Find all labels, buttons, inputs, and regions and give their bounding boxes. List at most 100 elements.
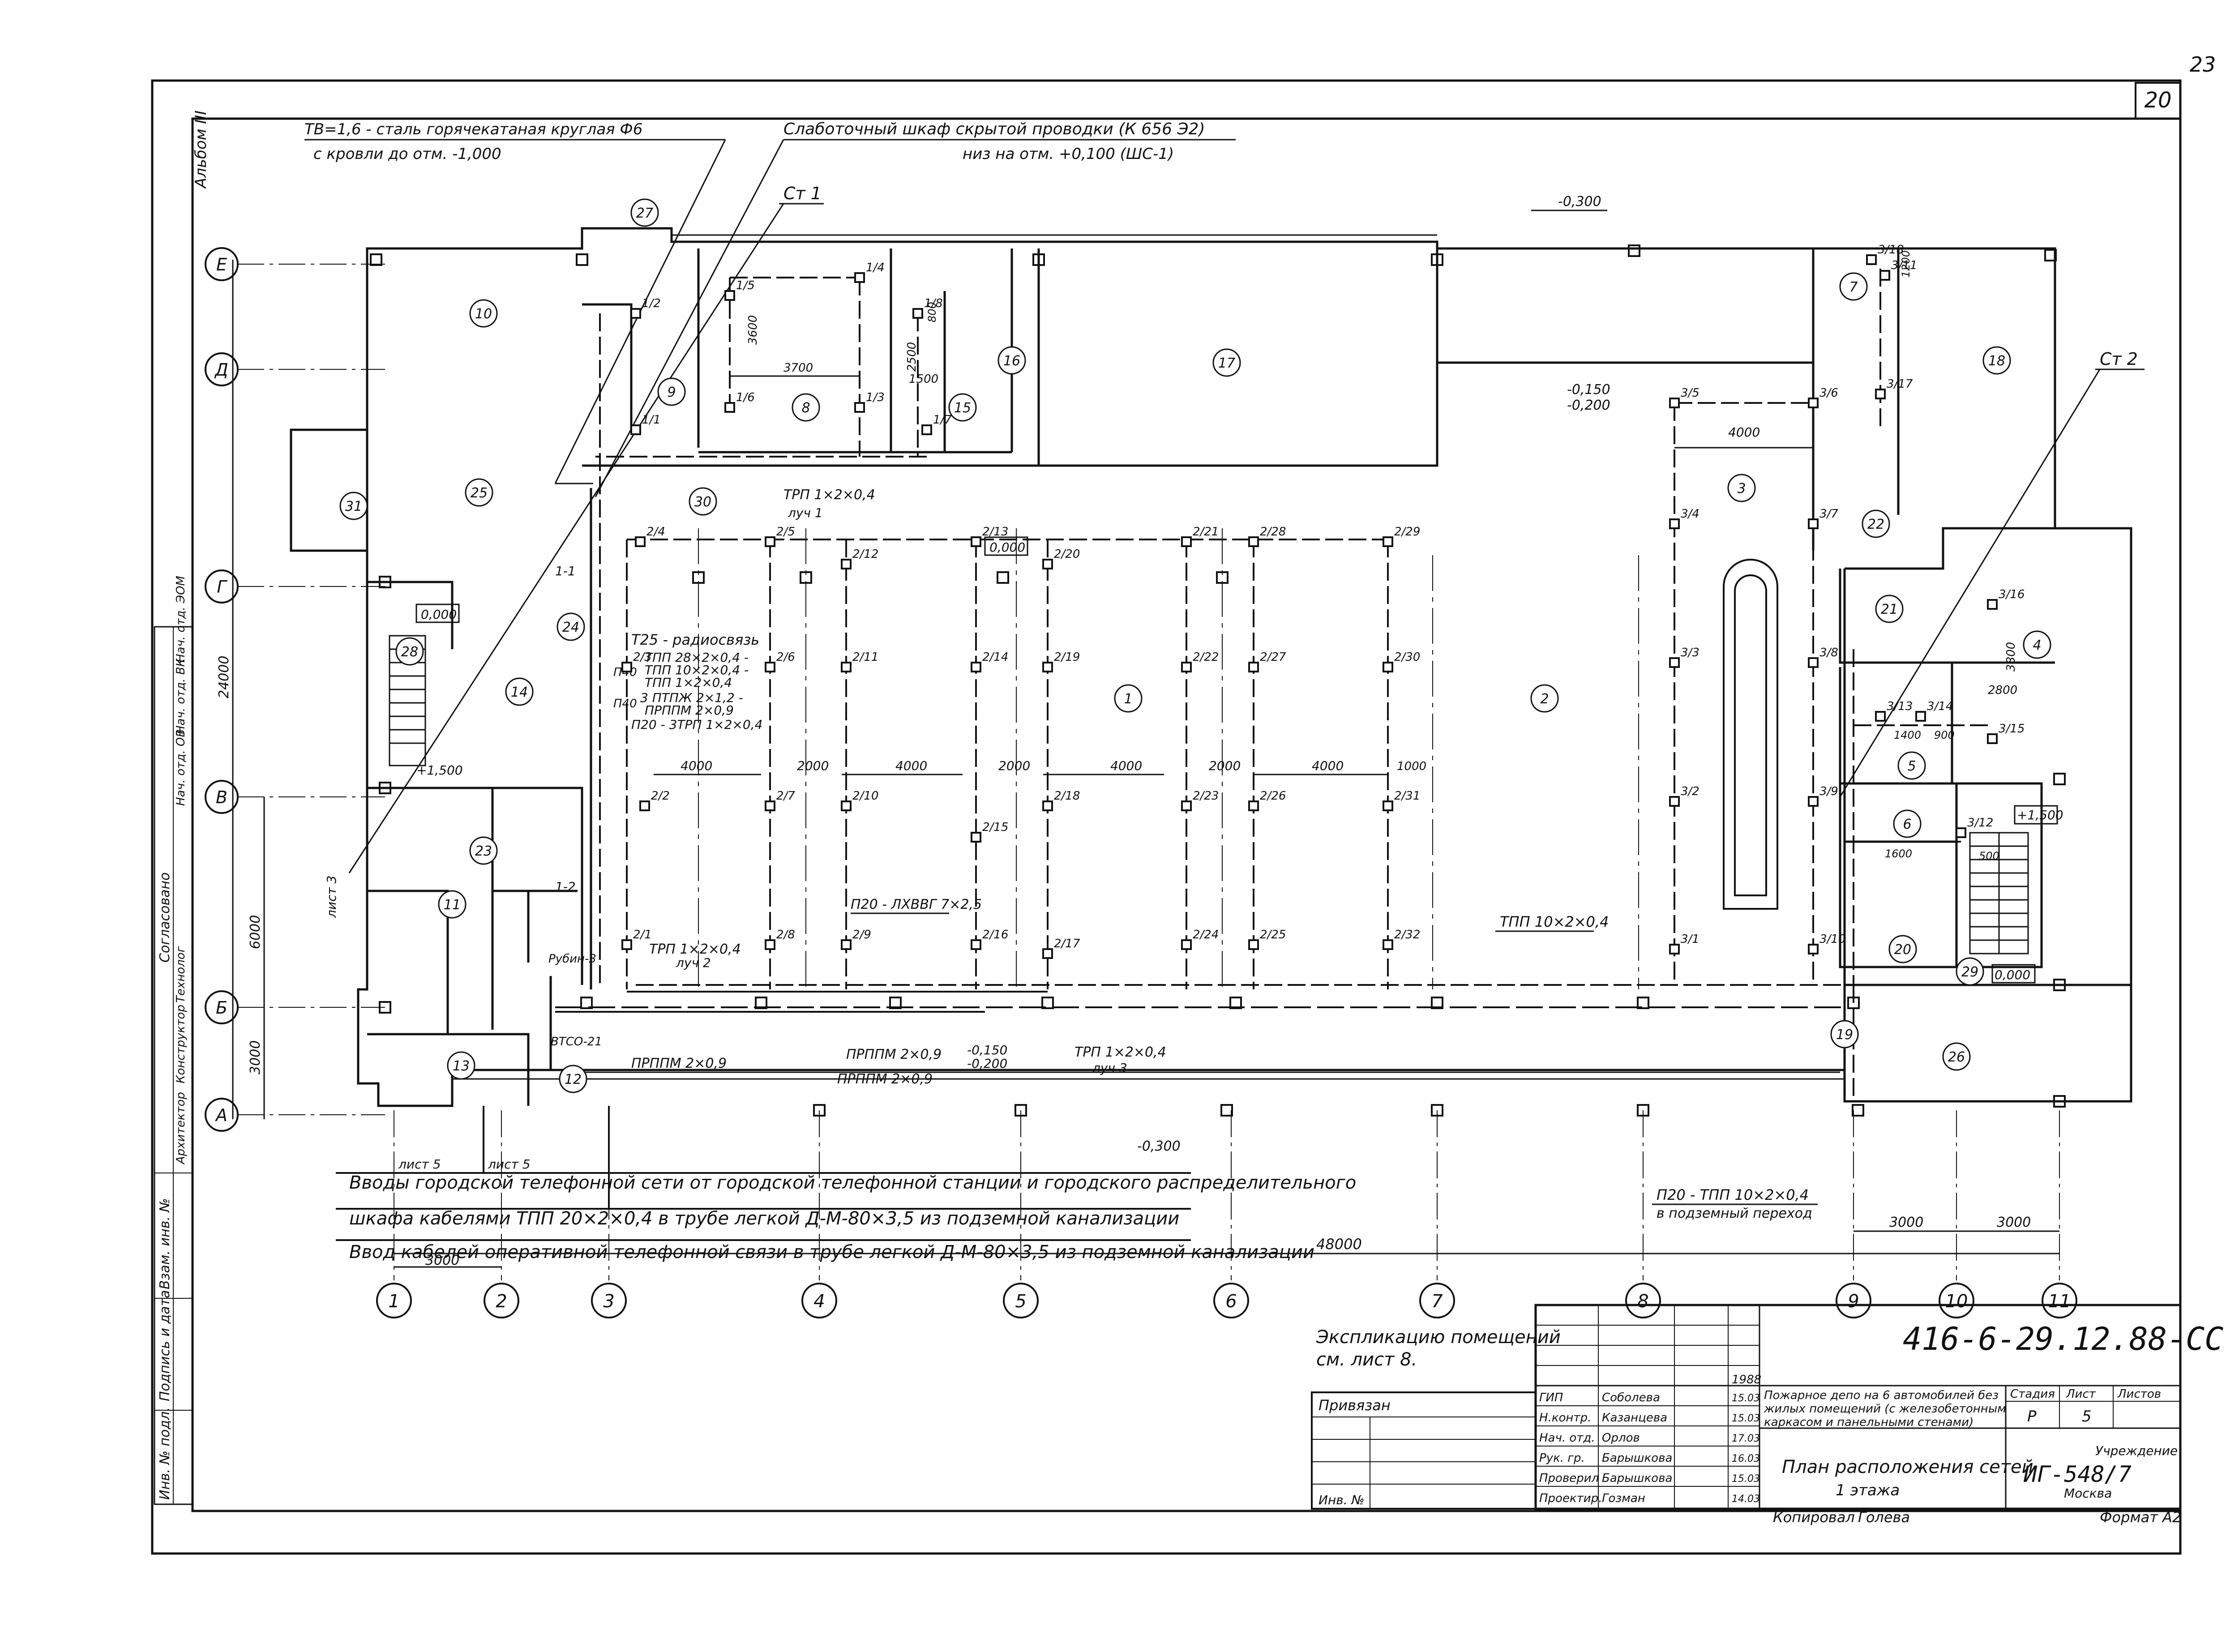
outlet-box [1808,796,1819,807]
outlet-box [1956,827,1966,838]
dim-3600: 3600 [746,315,760,345]
dim-2000-c: 2000 [1209,758,1241,773]
explication-2: см. лист 8. [1316,1349,1417,1370]
role-4-date: 15.03 [1732,1473,1760,1485]
column-node [813,1104,826,1117]
dim-2000-b: 2000 [998,758,1030,773]
room-number-14: 14 [511,685,528,700]
outlet-label-3/5: 3/5 [1681,386,1699,400]
slide-pole-shaft [1723,559,1778,910]
privyazan: Привязан [1318,1397,1391,1414]
outlet-label-2/31: 2/31 [1394,789,1420,803]
axis-label-col-10: 10 [1945,1291,1968,1312]
outlet-box [912,308,923,319]
window-marks [452,234,1845,1080]
outlet-box [1866,254,1877,265]
column-node [370,253,382,266]
dim-900: 900 [1934,729,1955,741]
outlet-box [1669,944,1680,954]
outlet-box [971,832,981,843]
sheet-number: 20 [2144,88,2171,113]
outlet-label-3/10: 3/10 [1819,933,1845,946]
sheet-ref-3: лист 3 [324,875,339,918]
outlet-label-3/7: 3/7 [1819,507,1838,521]
outlet-label-2/12: 2/12 [852,548,878,561]
dim-4000-b: 4000 [895,758,927,773]
outlet-box [1808,398,1819,408]
elev-6: +1,500 [416,763,463,778]
outlet-label-2/22: 2/22 [1193,651,1219,664]
outlet-label-3/6: 3/6 [1819,386,1838,400]
outlet-box [1879,270,1890,281]
role-1-date: 15.03 [1732,1413,1760,1424]
room-number-20: 20 [1894,942,1911,958]
column-node [1637,1104,1649,1117]
outlet-box [1987,733,1998,744]
outlet-label-3/12: 3/12 [1967,816,1993,830]
tpp-main: ТПП 10×2×0,4 [1500,913,1609,930]
luch1: луч 1 [788,505,823,520]
room-number-11: 11 [444,897,461,913]
outlet-label-1/3: 1/3 [866,391,885,404]
axis-bubble-col-10 [1939,1283,1974,1318]
btso-label: ВТСО-21 [551,1035,602,1049]
room-bubble-9 [657,377,686,406]
outlet-label-2/2: 2/2 [651,789,670,803]
labels: Т25 - радиосвязь ТПП 28×2×0,4 - ТПП 10×2… [324,487,1818,1370]
axis-label-col-1: 1 [388,1291,399,1312]
network-lines [555,269,1992,1101]
input-lines [336,1106,1191,1241]
outlet-box [1383,536,1393,547]
note-ground-2: с кровли до отм. -1,000 [313,145,501,163]
room-number-22: 22 [1867,517,1884,532]
dim-3800: 3800 [2004,642,2018,672]
outlet-label-3/18: 3/18 [1878,243,1904,257]
copied-name: Голева [1858,1509,1910,1526]
outlet-label-2/29: 2/29 [1394,525,1420,539]
role-4: Проверил [1539,1472,1599,1485]
outlet-label-2/11: 2/11 [852,651,878,664]
radio-block-4: 3 ПТПЖ 2×1,2 - [640,690,743,705]
outlet-box [630,424,641,435]
axis-bubble-row-1 [205,352,239,386]
outer-border [151,79,2182,1555]
dimension-lines [232,260,2059,1268]
outlet-label-2/28: 2/28 [1260,525,1286,539]
role-2-date: 17.03 [1732,1433,1760,1444]
outlet-box [1181,662,1192,672]
outlet-label-2/5: 2/5 [776,525,795,539]
outlet-box [724,290,735,301]
elev-4: 0,000 [989,540,1025,555]
section-1-1: 1-1 [555,564,576,578]
outlet-box [854,272,865,283]
room-number-10: 10 [475,306,492,322]
column-node [580,997,593,1009]
room-bubble-2 [1530,684,1559,713]
stamp-row-4: Нач. отд. ОВ [174,729,188,806]
dim-1400: 1400 [1894,729,1921,741]
column-node [379,1001,391,1014]
column-node [997,571,1009,584]
column-node [2053,773,2066,785]
outlet-label-3/9: 3/9 [1819,785,1838,798]
column-node [1628,244,1640,257]
stamp-row-5: Нач. отд. ВК [174,658,188,734]
axis-label-row-3: В [216,787,227,807]
room-bubble-21 [1875,595,1904,623]
role-5-date: 14.03 [1732,1494,1760,1505]
outlet-label-3/2: 3/2 [1681,785,1699,798]
room-bubble-22 [1862,509,1890,538]
dim-2000-a: 2000 [797,758,829,773]
stair-right [1969,832,2029,954]
room-bubble-3 [1727,474,1756,502]
room-bubble-20 [1888,935,1917,963]
copied: Копировал [1773,1509,1855,1526]
outlet-label-1/5: 1/5 [736,279,755,292]
room-number-2: 2 [1540,691,1549,707]
stamp-agreed: Согласовано [157,872,173,963]
outlet-box [1383,800,1393,811]
role-2: Нач. отд. [1539,1431,1595,1445]
axis-bubble-col-3 [591,1283,627,1318]
